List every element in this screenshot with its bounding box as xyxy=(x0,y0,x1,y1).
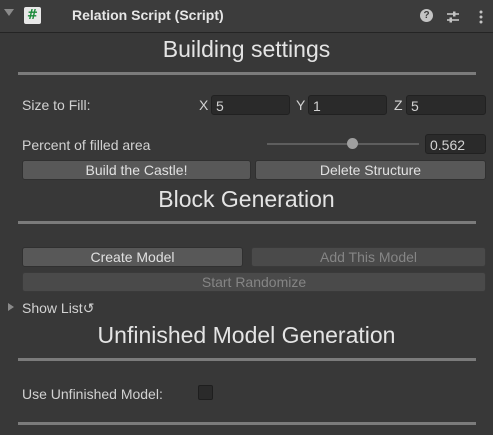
help-icon[interactable]: ? xyxy=(420,9,433,22)
show-list-foldout[interactable]: Show List↺ xyxy=(22,300,95,316)
z-label: Z xyxy=(394,97,403,113)
presets-icon[interactable] xyxy=(444,8,462,26)
percent-filled-label: Percent of filled area xyxy=(22,137,151,153)
x-label: X xyxy=(199,97,209,113)
delete-structure-button[interactable]: Delete Structure xyxy=(255,160,486,180)
unfinished-model-heading: Unfinished Model Generation xyxy=(97,322,396,348)
size-x-field[interactable]: 5 xyxy=(211,95,290,115)
separator xyxy=(18,221,476,224)
show-list-arrow-icon[interactable] xyxy=(8,303,14,311)
separator xyxy=(18,422,476,425)
size-z-field[interactable]: 5 xyxy=(406,95,486,115)
start-randomize-button: Start Randomize xyxy=(22,272,486,292)
use-unfinished-checkbox[interactable] xyxy=(198,385,213,400)
percent-value-field[interactable]: 0.562 xyxy=(425,134,486,154)
block-generation-heading: Block Generation xyxy=(158,186,335,212)
component-title: Relation Script (Script) xyxy=(72,7,224,23)
building-settings-heading: Building settings xyxy=(162,36,331,62)
kebab-menu-icon[interactable] xyxy=(472,8,490,26)
component-header[interactable]: # Relation Script (Script) ? xyxy=(0,0,493,33)
create-model-button[interactable]: Create Model xyxy=(22,247,243,267)
separator xyxy=(18,72,476,75)
separator xyxy=(18,358,476,361)
size-to-fill-label: Size to Fill: xyxy=(22,97,91,113)
build-castle-button[interactable]: Build the Castle! xyxy=(22,160,251,180)
y-label: Y xyxy=(296,97,306,113)
percent-slider-thumb[interactable] xyxy=(346,138,358,149)
foldout-arrow-icon[interactable] xyxy=(4,9,14,16)
percent-slider-track[interactable] xyxy=(267,143,419,145)
add-this-model-button: Add This Model xyxy=(251,247,486,267)
size-y-field[interactable]: 1 xyxy=(308,95,387,115)
script-icon: # xyxy=(24,7,41,24)
use-unfinished-label: Use Unfinished Model: xyxy=(22,386,163,402)
